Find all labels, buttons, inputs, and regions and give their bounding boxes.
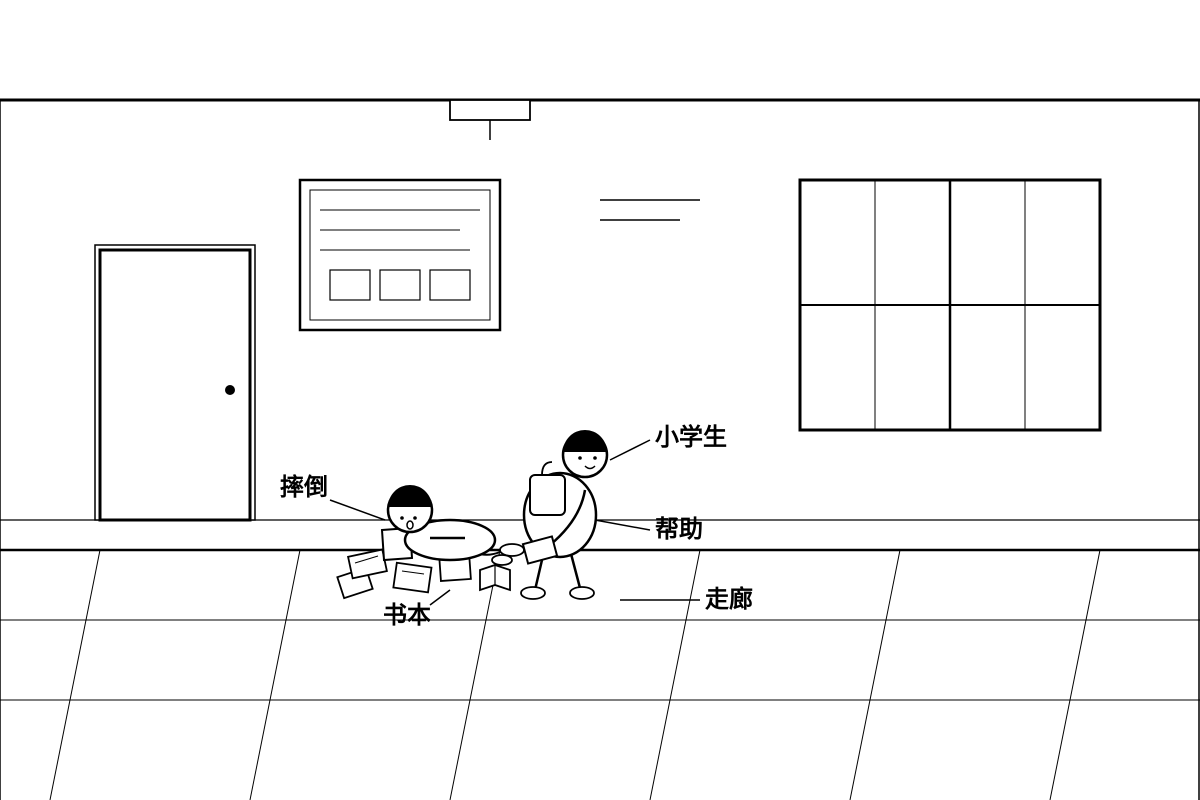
helping-student-smile — [584, 465, 596, 470]
leader-help — [594, 519, 651, 531]
helping-student-shoe-right — [569, 586, 595, 600]
door — [94, 244, 256, 522]
leader-fell — [329, 499, 386, 521]
bulletin-board — [298, 178, 502, 332]
wall-sign — [600, 199, 700, 221]
helping-student-hair — [563, 430, 607, 452]
fallen-student-mouth — [406, 520, 414, 530]
leader-books — [429, 589, 451, 606]
helping-student-shoe-left — [520, 586, 546, 600]
books-pile — [336, 548, 511, 600]
fallen-student-body — [403, 518, 497, 562]
fallen-student-hair — [388, 485, 432, 507]
ceiling-light — [449, 99, 531, 140]
helping-student-arm — [549, 489, 587, 546]
label-student: 小学生 — [655, 423, 727, 451]
door-knob — [225, 385, 235, 395]
window — [798, 178, 1102, 432]
label-corridor: 走廊 — [705, 585, 753, 613]
label-fell: 摔倒 — [280, 473, 328, 501]
labels: 小学生 摔倒 帮助 走廊 书本 — [280, 423, 753, 629]
floor-tiles — [0, 549, 1200, 800]
fallen-student-shoe-2 — [491, 554, 513, 566]
door-panel — [98, 248, 252, 522]
helping-student — [520, 430, 609, 600]
helping-student-backpack-strap — [541, 461, 553, 476]
label-books: 书本 — [383, 601, 431, 629]
helping-student-hand-book — [521, 535, 559, 565]
fallen-student — [380, 485, 525, 566]
label-help: 帮助 — [655, 515, 703, 543]
book-2 — [347, 548, 388, 580]
label-leaders — [329, 439, 700, 606]
leader-student — [609, 439, 651, 461]
book-3 — [392, 561, 433, 594]
helping-student-backpack — [529, 474, 566, 516]
